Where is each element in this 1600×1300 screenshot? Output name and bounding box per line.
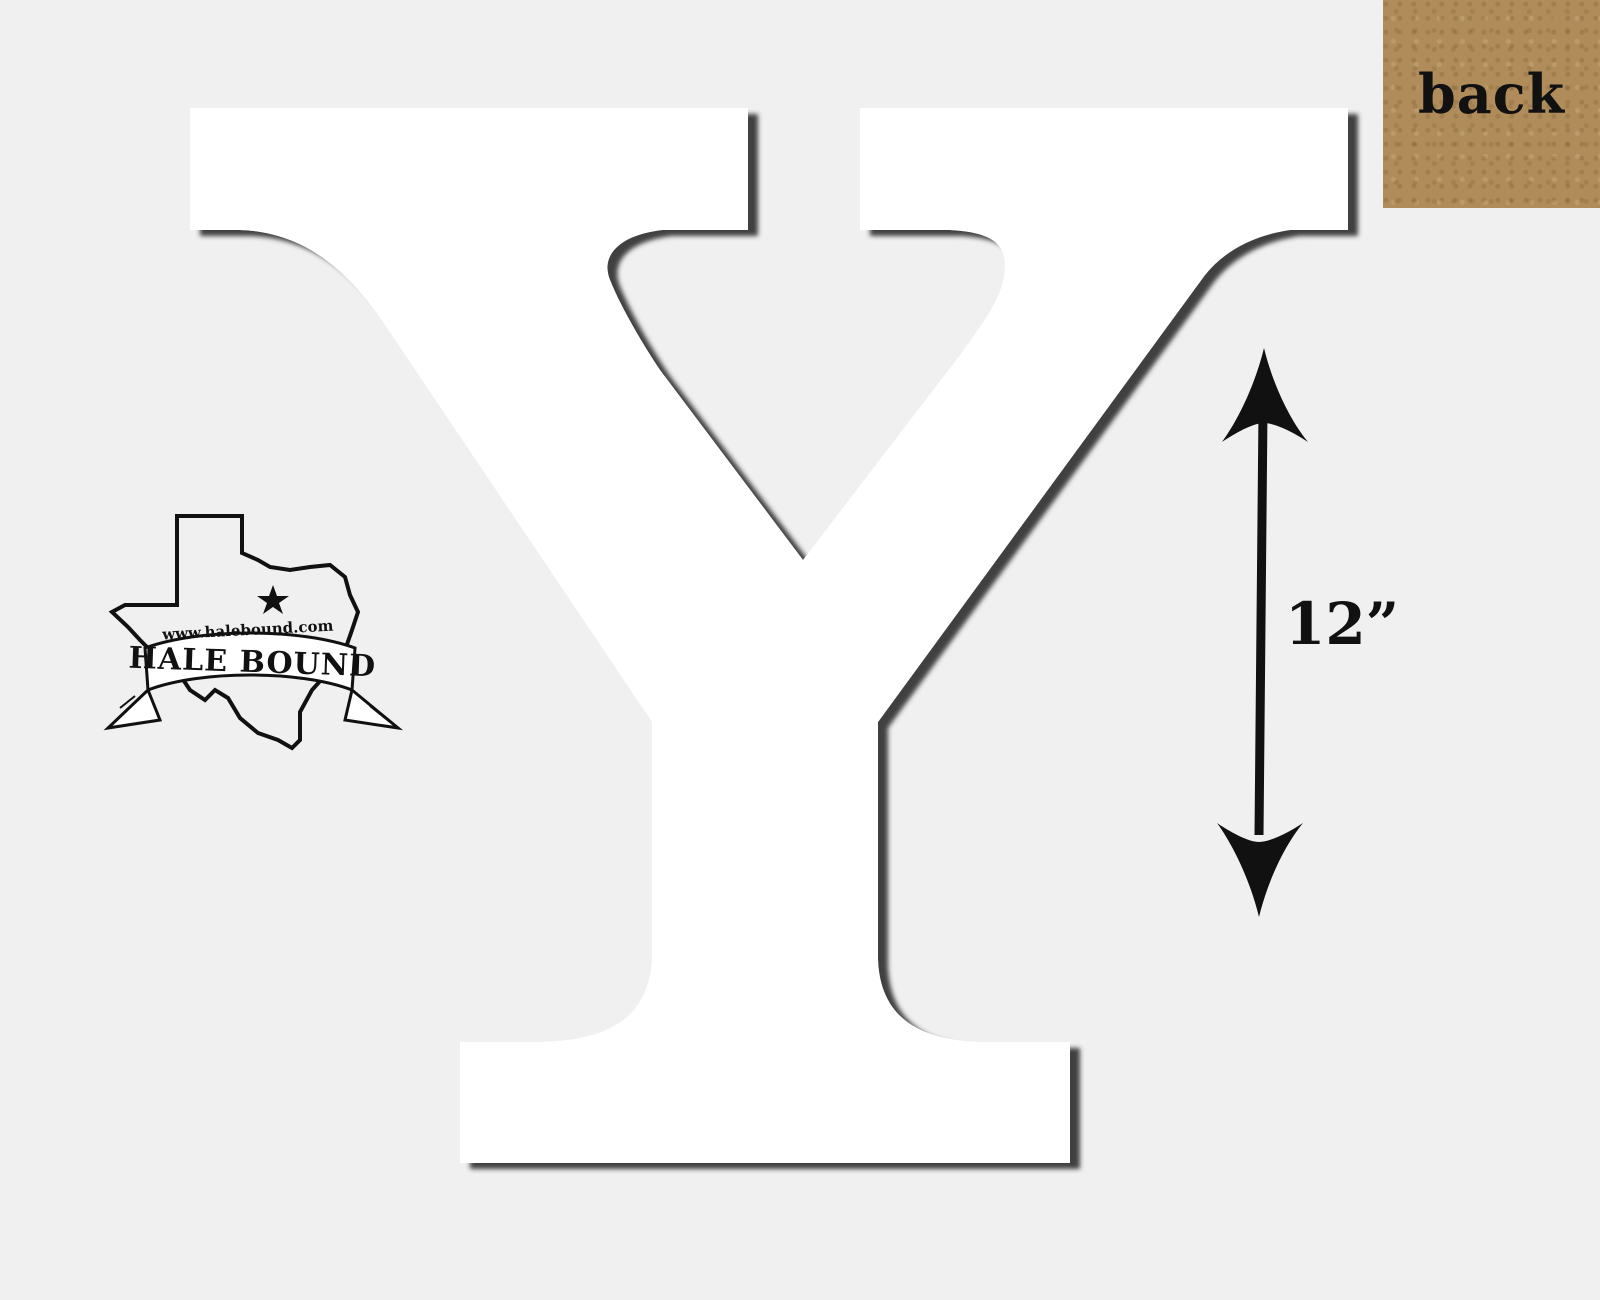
- dimension-arrow-icon: [1217, 348, 1308, 917]
- logo-name: HALE BOUND: [128, 641, 377, 685]
- letter-y-shape: [190, 108, 1348, 1163]
- size-label: 12”: [1285, 590, 1400, 658]
- texas-star-icon: [257, 585, 289, 614]
- back-label: back: [1417, 62, 1566, 126]
- kraft-back-swatch: back: [1383, 0, 1600, 208]
- logo: www.halebound.com HALE BOUND: [103, 514, 404, 751]
